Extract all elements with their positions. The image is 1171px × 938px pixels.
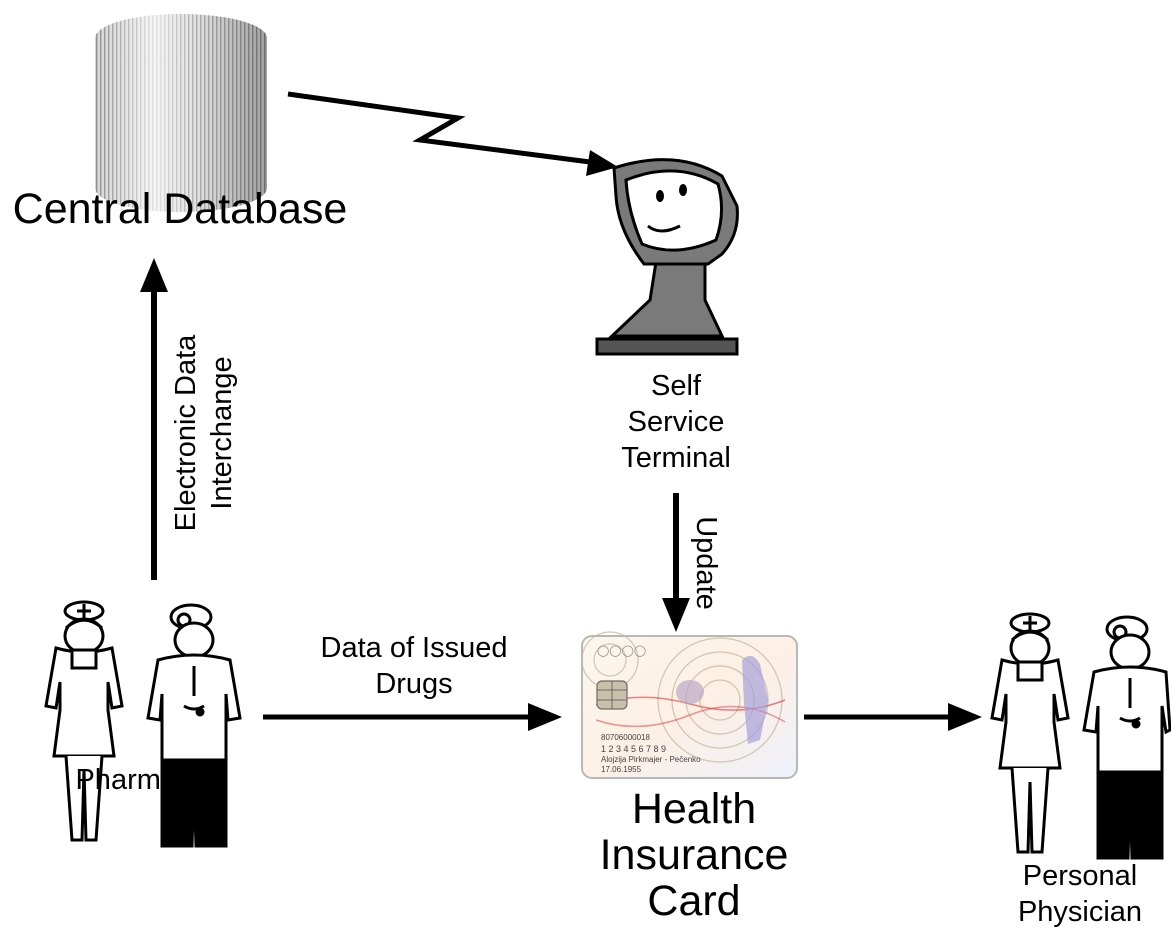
nurse-and-doctor-icon [990, 612, 1171, 860]
label-line: Health [631, 785, 757, 833]
label-line: Drugs [375, 668, 453, 700]
update-arrow [662, 493, 690, 632]
kiosk-terminal-icon [595, 158, 739, 356]
smart-card-icon: ◯◯◯◯ [581, 631, 798, 779]
card-number: 80706000018 [601, 733, 650, 742]
label-line: Personal [1022, 860, 1138, 892]
self-service-terminal-label: Self Service Terminal [596, 368, 756, 476]
card-id: 1 2 3 4 5 6 7 8 9 [601, 744, 667, 754]
label-line: Electronic Data [170, 334, 202, 532]
nurse-and-doctor-icon [44, 600, 242, 848]
label-line: Card [647, 877, 741, 925]
label-line: Insurance [599, 831, 789, 879]
edi-arrow [140, 258, 168, 580]
card-to-physician-arrow [804, 703, 982, 731]
card-birth-date: 17.06.1955 [601, 765, 642, 774]
issued-drugs-arrow [263, 703, 562, 731]
pharmacist-label: Pharmacist [75, 764, 221, 796]
label-line: Service [627, 406, 725, 438]
personal-physician-label: Personal Physician [1005, 858, 1155, 930]
label-line: Physician [1017, 896, 1143, 928]
issued-drugs-label: Data of Issued Drugs [290, 630, 538, 702]
database-icon [95, 14, 267, 212]
label-line: Interchange [206, 356, 238, 510]
card-holder-name: Alojzija Pirkmajer - Pečenko [601, 755, 701, 764]
network-link-arrow [287, 91, 618, 176]
label-line: Self [651, 370, 701, 402]
label-line: Terminal [621, 442, 731, 474]
health-insurance-card-label: Health Insurance Card [594, 786, 794, 924]
label-line: Data of Issued [320, 632, 508, 664]
central-database-label: Central Database [12, 185, 348, 233]
svg-text:◯◯◯◯: ◯◯◯◯ [597, 645, 646, 657]
